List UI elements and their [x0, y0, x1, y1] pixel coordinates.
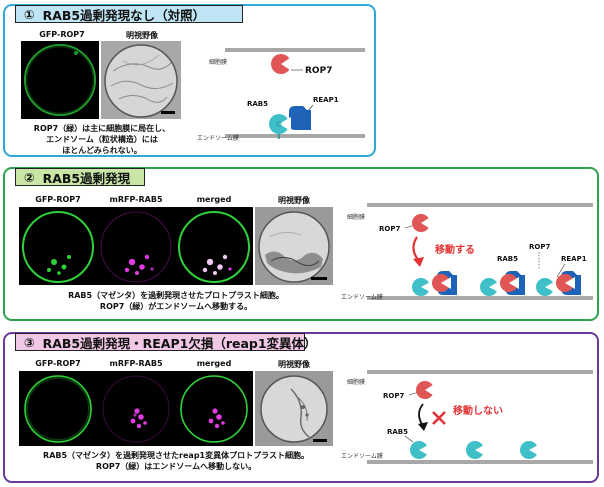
- brightfield-image: [255, 207, 333, 285]
- diagram-reap1-mutant: 細胞膜 ROP7 移動しない RAB5 エンドソーム膜: [341, 370, 593, 464]
- move-arrow: [412, 236, 420, 262]
- reap1-label: REAP1: [313, 96, 339, 104]
- image-label: mRFP-RAB5: [109, 195, 163, 204]
- rop7-protein: [416, 381, 436, 399]
- diagram-rab5-overexpression: 細胞膜 ROP7 移動する RAB5 ROP7 REAP1: [341, 203, 593, 301]
- reap1-label: REAP1: [561, 255, 587, 263]
- panel-reap1-mutant: ③ RAB5過剰発現・REAP1欠損（reap1変異体） GFP-ROP7 mR…: [3, 332, 599, 483]
- endosome-membrane-label: エンドソーム膜: [197, 134, 239, 142]
- gfp-rop7-image: [19, 371, 97, 446]
- gfp-rop7-image: [21, 41, 99, 119]
- plasma-membrane-label: 細胞膜: [209, 58, 227, 66]
- image-label: GFP-ROP7: [35, 195, 81, 204]
- rop7-label: ROP7: [383, 392, 404, 400]
- image-label: GFP-ROP7: [35, 359, 81, 368]
- image-label: 明視野像: [278, 360, 310, 369]
- rop7-label: ROP7: [305, 66, 332, 76]
- rop7-label: ROP7: [379, 225, 400, 233]
- rab5-protein: [520, 441, 540, 459]
- rab5-rop7-reap1-complex: [412, 271, 457, 296]
- image-label: mRFP-RAB5: [109, 359, 163, 368]
- image-label: merged: [196, 195, 232, 204]
- rop7-protein: [412, 214, 432, 232]
- brightfield-image: [101, 41, 181, 119]
- merged-image: [175, 207, 253, 285]
- image-label: 明視野像: [278, 196, 310, 205]
- rab5-protein: [269, 114, 291, 134]
- brightfield-image: [255, 371, 333, 446]
- image-label: 明視野像: [126, 31, 158, 40]
- move-label: 移動する: [435, 243, 475, 256]
- panel-title: RAB5過剰発現: [42, 170, 131, 186]
- rab5-protein: [466, 441, 486, 459]
- panel-number: ②: [24, 169, 35, 185]
- endosome-membrane-label: エンドソーム膜: [341, 293, 383, 301]
- no-move-arrow: [418, 403, 424, 427]
- caption: ROP7（緑）は主に細胞膜に局在し、 エンドソーム（粒状構造）には ほとんどみら…: [33, 124, 171, 155]
- gfp-rop7-image: [19, 207, 97, 285]
- rab5-rop7-reap1-complex: [480, 271, 525, 296]
- endosome-membrane-label: エンドソーム膜: [341, 452, 383, 460]
- diagram-control: 細胞膜 ROP7 RAB5 REAP1 エンドソーム膜: [197, 48, 365, 142]
- rab5-rop7-reap1-complex: [536, 271, 581, 296]
- no-move-label: 移動しない: [453, 404, 503, 417]
- reap1-protein: [289, 106, 311, 130]
- panel-header: ② RAB5過剰発現: [15, 168, 145, 186]
- rop7-protein: [271, 54, 293, 74]
- panel-control: ① RAB5過剰発現なし（対照） GFP-ROP7 明視野像 ROP7（緑）は主…: [3, 4, 376, 157]
- rab5-label: RAB5: [497, 255, 518, 263]
- panel-title: RAB5過剰発現なし（対照）: [42, 7, 206, 23]
- cross-mark: [432, 411, 446, 425]
- panel-header: ③ RAB5過剰発現・REAP1欠損（reap1変異体）: [15, 333, 317, 351]
- image-label: GFP-ROP7: [39, 30, 85, 39]
- panel-title: RAB5過剰発現・REAP1欠損（reap1変異体）: [42, 335, 317, 351]
- caption: RAB5（マゼンタ）を過剰発現させたプロトプラスト細胞。 ROP7（緑）がエンド…: [68, 291, 284, 311]
- panel-rab5-overexpression: ② RAB5過剰発現 GFP-ROP7 mRFP-RAB5 merged 明視野…: [3, 167, 599, 321]
- mrfp-rab5-image: [97, 371, 175, 446]
- image-label: merged: [196, 359, 232, 368]
- rab5-label: RAB5: [387, 428, 408, 436]
- panel-number: ③: [24, 334, 35, 350]
- mrfp-rab5-image: [97, 207, 175, 285]
- plasma-membrane-label: 細胞膜: [347, 378, 365, 386]
- caption: RAB5（マゼンタ）を過剰発現させたreap1変異体プロトプラスト細胞。 ROP…: [43, 451, 309, 471]
- panel-header: ① RAB5過剰発現なし（対照）: [15, 5, 243, 23]
- rab5-label: RAB5: [247, 100, 268, 108]
- rop7-b-label: ROP7: [529, 243, 550, 251]
- panel-number: ①: [24, 6, 35, 22]
- rab5-protein: [410, 441, 430, 459]
- plasma-membrane-label: 細胞膜: [347, 213, 365, 221]
- merged-image: [175, 371, 253, 446]
